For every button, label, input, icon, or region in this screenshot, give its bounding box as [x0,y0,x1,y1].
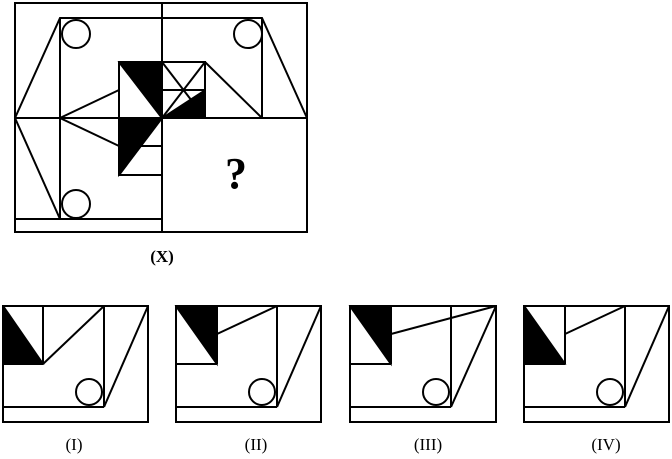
missing-piece-mark: ? [225,149,247,198]
option-label-1: (I) [66,435,83,454]
black-triangle-top-right [159,88,206,119]
circle [596,378,624,406]
circle [248,378,276,406]
option-figure-4[interactable] [523,305,670,423]
corner-circle-top-right [233,19,263,49]
circle [75,378,103,406]
question-figure-label: (X) [150,247,174,266]
corner-circle-top-left [61,19,91,49]
corner-circle-bottom-left [61,189,91,219]
option-label-4: (IV) [591,435,620,454]
option-label-2: (II) [245,435,268,454]
option-figure-2[interactable] [174,305,322,423]
question-figure: ? [13,2,308,233]
option-label-3: (III) [414,435,442,454]
circle [422,378,450,406]
option-figure-3[interactable] [348,305,497,423]
option-figure-1[interactable] [2,305,149,423]
